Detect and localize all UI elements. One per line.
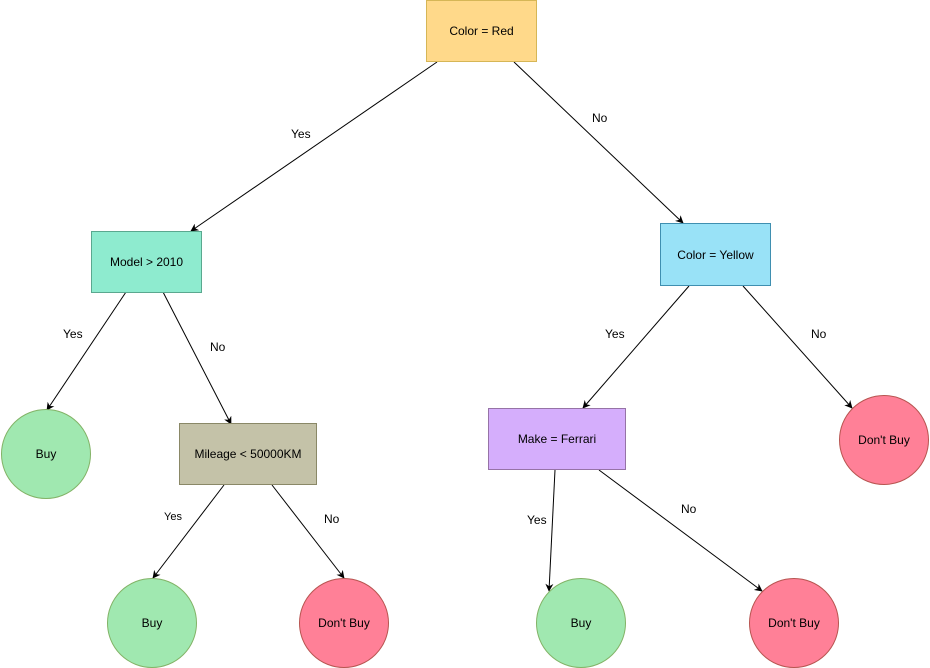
edge-label-red-no: No [591,111,609,125]
edge-red-yes [190,61,438,232]
edge-ferrari-yes [545,469,556,592]
edge-label-model-yes: Yes [62,327,84,341]
edge-label-yellow-yes: Yes [604,327,626,341]
leaf-dont-buy-1[interactable]: Don't Buy [839,395,929,485]
edge-label-red-yes: Yes [290,127,312,141]
leaf-dont-buy-3[interactable]: Don't Buy [749,578,839,668]
edge-model-no [162,291,232,425]
edge-mileage-no [271,484,345,579]
node-mileage[interactable]: Mileage < 50000KM [179,423,317,485]
node-color-red[interactable]: Color = Red [426,0,537,62]
edge-label-mileage-no: No [323,512,341,526]
edge-mileage-yes [152,484,225,579]
edge-label-ferrari-yes: Yes [526,513,548,527]
leaf-buy-2[interactable]: Buy [107,578,197,668]
leaf-buy-1[interactable]: Buy [1,409,91,499]
leaf-buy-3[interactable]: Buy [536,578,626,668]
edge-label-mileage-yes: Yes [163,510,183,524]
edge-ferrari-no [598,469,763,592]
edge-red-no [513,61,684,224]
edge-label-model-no: No [209,340,227,354]
node-model-2010[interactable]: Model > 2010 [91,231,202,293]
node-make-ferrari[interactable]: Make = Ferrari [488,408,626,470]
edge-yellow-no [742,285,853,409]
leaf-dont-buy-2[interactable]: Don't Buy [299,578,389,668]
node-color-yellow[interactable]: Color = Yellow [660,223,771,286]
edge-label-ferrari-no: No [680,502,698,516]
edge-yellow-yes [582,285,690,409]
edge-label-yellow-no: No [810,327,828,341]
edge-model-yes [46,291,127,411]
